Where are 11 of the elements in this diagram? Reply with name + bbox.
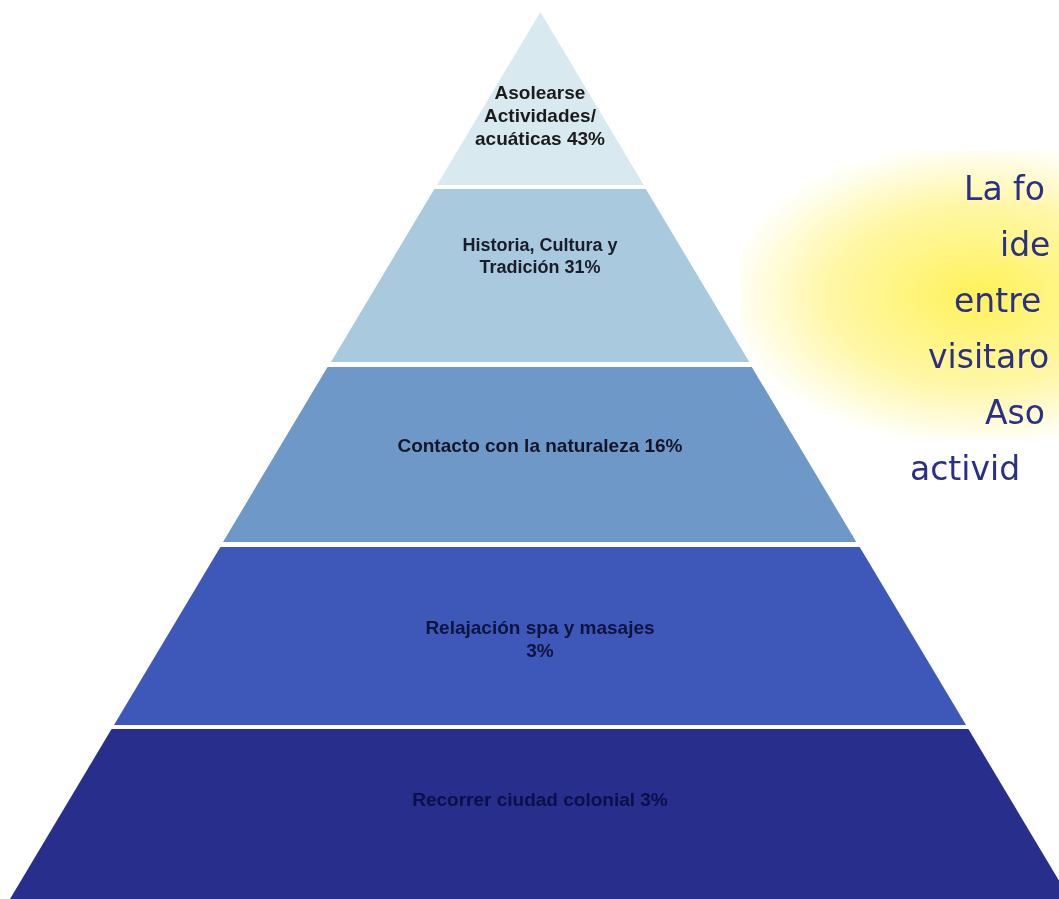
note-text: visitaro [928,340,1050,373]
note-text: entre [954,284,1042,317]
level-label: Contacto con la naturaleza 16% [396,435,684,458]
note-text: La fo [964,172,1045,205]
level-label: Asolearse Actividades/ acuáticas 43% [474,82,606,151]
note-text: ide [1000,228,1051,261]
note-text: Aso [985,396,1045,429]
level-label: Historia, Cultura y Tradición 31% [461,235,619,279]
level-label: Relajación spa y masajes 3% [424,617,656,663]
note-text: activid [910,452,1021,485]
level-label: Recorrer ciudad colonial 3% [411,789,669,812]
